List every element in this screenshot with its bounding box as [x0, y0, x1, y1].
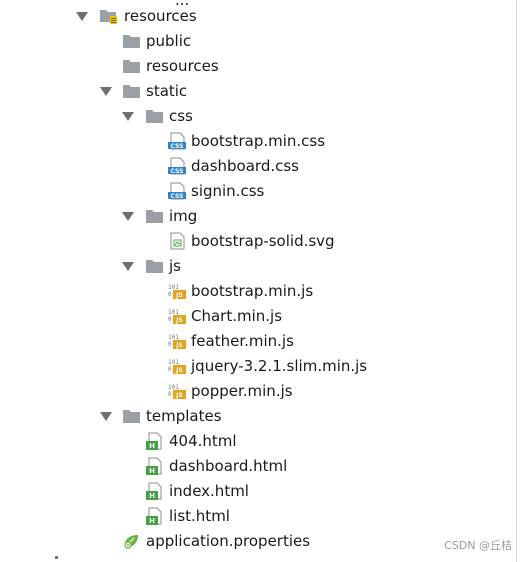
- svg-text:JS: JS: [175, 317, 183, 324]
- folder-icon: [145, 207, 165, 225]
- js-file-icon: 101 0 JS: [167, 282, 187, 300]
- tree-item-label: css: [169, 107, 193, 125]
- tree-item-label: resources: [146, 57, 219, 75]
- tree-row-jquery-slim-min-js[interactable]: 101 0 JS jquery-3.2.1.slim.min.js: [0, 354, 516, 379]
- html-file-icon: H: [145, 432, 165, 450]
- js-file-icon: 101 0 JS: [167, 307, 187, 325]
- tree-row-chart-min-js[interactable]: 101 0 JS Chart.min.js: [0, 304, 516, 329]
- svg-text:0: 0: [168, 316, 172, 323]
- css-file-icon: CSS: [167, 132, 187, 150]
- tree-item-label: img: [169, 207, 198, 225]
- spring-properties-icon: [122, 532, 142, 550]
- svg-text:101: 101: [168, 384, 179, 391]
- panel-right-border: [516, 0, 517, 562]
- tree-row-bootstrap-min-css[interactable]: CSS bootstrap.min.css: [0, 129, 516, 154]
- svg-text:0: 0: [168, 291, 172, 298]
- tree-row-templates[interactable]: templates: [0, 404, 516, 429]
- svg-text:JS: JS: [175, 342, 183, 349]
- svg-text:101: 101: [168, 334, 179, 341]
- tree-item-label: feather.min.js: [191, 332, 294, 350]
- folder-icon: [145, 107, 165, 125]
- tree-row-resources[interactable]: resources: [0, 54, 516, 79]
- tree-item-label: signin.css: [191, 182, 265, 200]
- tree-item-label: bootstrap.min.js: [191, 282, 314, 300]
- folder-icon: [122, 32, 142, 50]
- tree-row-bootstrap-solid-svg[interactable]: bootstrap-solid.svg: [0, 229, 516, 254]
- svg-text:H: H: [149, 517, 155, 525]
- svg-text:0: 0: [168, 341, 172, 348]
- html-file-icon: H: [145, 482, 165, 500]
- html-file-icon: H: [145, 457, 165, 475]
- tree-row-bootstrap-min-js[interactable]: 101 0 JS bootstrap.min.js: [0, 279, 516, 304]
- svg-text:H: H: [149, 442, 155, 450]
- svg-text:101: 101: [168, 359, 179, 366]
- clipped-previous-row-text: ...: [175, 0, 190, 9]
- css-file-icon: CSS: [167, 182, 187, 200]
- tree-row-js-folder[interactable]: js: [0, 254, 516, 279]
- chevron-down-icon[interactable]: [76, 12, 88, 21]
- tree-item-label: index.html: [169, 482, 249, 500]
- html-file-icon: H: [145, 507, 165, 525]
- svg-text:H: H: [149, 492, 155, 500]
- svg-text:JS: JS: [175, 392, 183, 399]
- js-file-icon: 101 0 JS: [167, 357, 187, 375]
- tree-item-label: list.html: [169, 507, 230, 525]
- svg-text:101: 101: [168, 309, 179, 316]
- svg-text:CSS: CSS: [171, 193, 184, 200]
- tree-row-index-html[interactable]: H index.html: [0, 479, 516, 504]
- tree-item-label: jquery-3.2.1.slim.min.js: [191, 357, 368, 375]
- chevron-down-icon[interactable]: [100, 412, 112, 421]
- css-file-icon: CSS: [167, 157, 187, 175]
- folder-icon: [122, 82, 142, 100]
- chevron-down-icon[interactable]: [122, 212, 134, 221]
- tree-item-label: templates: [146, 407, 222, 425]
- tree-item-label: resources: [124, 7, 197, 25]
- tree-item-label: bootstrap-solid.svg: [191, 232, 335, 250]
- clipped-next-row-icon: [55, 556, 58, 559]
- tree-item-label: bootstrap.min.css: [191, 132, 326, 150]
- tree-row-feather-min-js[interactable]: 101 0 JS feather.min.js: [0, 329, 516, 354]
- js-file-icon: 101 0 JS: [167, 382, 187, 400]
- tree-item-label: 404.html: [169, 432, 237, 450]
- folder-icon: [122, 57, 142, 75]
- tree-row-signin-css[interactable]: CSS signin.css: [0, 179, 516, 204]
- tree-item-label: static: [146, 82, 188, 100]
- svg-text:JS: JS: [175, 292, 183, 299]
- chevron-down-icon[interactable]: [122, 112, 134, 121]
- tree-row-css-folder[interactable]: css: [0, 104, 516, 129]
- tree-row-application-properties[interactable]: application.properties: [0, 529, 516, 554]
- svg-text:CSS: CSS: [171, 168, 184, 175]
- resources-folder-icon: [99, 7, 119, 25]
- folder-icon: [145, 257, 165, 275]
- js-file-icon: 101 0 JS: [167, 332, 187, 350]
- tree-row-resources-root[interactable]: resources: [0, 4, 516, 29]
- tree-row-dashboard-css[interactable]: CSS dashboard.css: [0, 154, 516, 179]
- svg-text:0: 0: [168, 391, 172, 398]
- tree-item-label: dashboard.html: [169, 457, 288, 475]
- tree-item-label: dashboard.css: [191, 157, 299, 175]
- chevron-down-icon[interactable]: [100, 87, 112, 96]
- tree-row-public[interactable]: public: [0, 29, 516, 54]
- tree-item-label: Chart.min.js: [191, 307, 283, 325]
- svg-text:H: H: [149, 467, 155, 475]
- svg-text:0: 0: [168, 366, 172, 373]
- tree-item-label: popper.min.js: [191, 382, 293, 400]
- tree-row-popper-min-js[interactable]: 101 0 JS popper.min.js: [0, 379, 516, 404]
- tree-row-list-html[interactable]: H list.html: [0, 504, 516, 529]
- tree-item-label: public: [146, 32, 192, 50]
- watermark-text: CSDN @丘桔: [444, 539, 512, 552]
- tree-item-label: js: [169, 257, 181, 275]
- tree-row-404-html[interactable]: H 404.html: [0, 429, 516, 454]
- tree-row-static[interactable]: static: [0, 79, 516, 104]
- tree-item-label: application.properties: [146, 532, 311, 550]
- folder-icon: [122, 407, 142, 425]
- svg-file-icon: [167, 232, 187, 250]
- tree-row-img-folder[interactable]: img: [0, 204, 516, 229]
- tree-row-dashboard-html[interactable]: H dashboard.html: [0, 454, 516, 479]
- svg-text:101: 101: [168, 284, 179, 291]
- chevron-down-icon[interactable]: [122, 262, 134, 271]
- svg-text:JS: JS: [175, 367, 183, 374]
- svg-text:CSS: CSS: [171, 143, 184, 150]
